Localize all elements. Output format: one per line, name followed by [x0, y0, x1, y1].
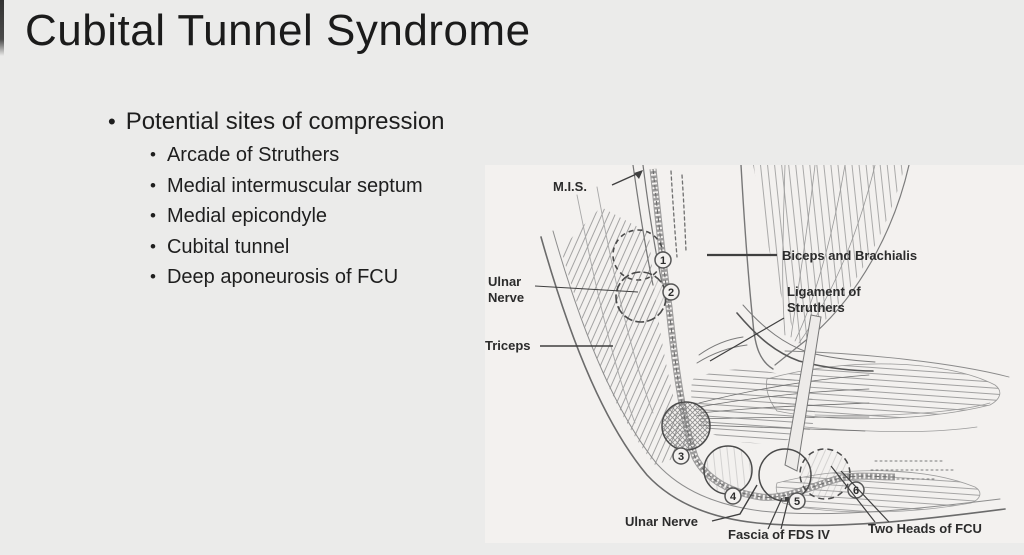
fascia-pointer-dot: [785, 497, 789, 501]
bullet-dot: •: [150, 267, 156, 286]
label-triceps: Triceps: [485, 338, 531, 353]
bullet-dot: •: [150, 145, 156, 164]
bullet-sub-septum: • Medial intermuscular septum: [150, 173, 423, 204]
slide-title: Cubital Tunnel Syndrome: [25, 6, 531, 55]
elbow-anatomy-diagram: 1 2 3 4 5: [485, 165, 1024, 543]
fascia-pointer-2: [780, 500, 789, 530]
badge-6-number: 6: [853, 485, 859, 497]
bullet-sub-cubital-tunnel: • Cubital tunnel: [150, 234, 423, 265]
bullet-sub-text: Arcade of Struthers: [166, 144, 340, 166]
elbow-muscle-mass: [691, 369, 816, 444]
badge-3-number: 3: [678, 451, 684, 463]
label-two-heads-fcu: Two Heads of FCU: [868, 521, 982, 536]
label-biceps-brachialis: Biceps and Brachialis: [782, 248, 917, 263]
label-ulnar-nerve-line2: Nerve: [488, 290, 524, 305]
bullet-dot: •: [150, 175, 156, 195]
ulnar-nerve-distal-pointer: [711, 484, 758, 522]
triceps-fibers: [561, 207, 691, 465]
video-edge-artifact: [0, 0, 4, 56]
ulnar-nerve-pointer: [534, 285, 639, 293]
badge-2: 2: [662, 283, 680, 301]
site-circle-3: [661, 401, 711, 451]
bullet-sub-epicondyle: • Medial epicondyle: [150, 203, 423, 234]
site-circle-4: [703, 445, 753, 495]
badge-6: 6: [847, 481, 865, 499]
badge-3: 3: [672, 447, 690, 465]
site-circle-2: [615, 271, 667, 323]
site-number-badges: 1 2 3 4 5: [654, 251, 865, 510]
badge-4: 4: [724, 487, 742, 505]
ligament-of-struthers-lines: [698, 336, 744, 356]
contour-lines: [540, 165, 1010, 527]
label-pointer-lines: [534, 170, 890, 530]
badge-5-number: 5: [794, 496, 800, 508]
label-ulnar-nerve-line1: Ulnar: [488, 274, 521, 289]
bullet-sub-arcade: • Arcade of Struthers: [150, 142, 423, 173]
bullet-dot: •: [108, 109, 116, 134]
label-fascia-fds: Fascia of FDS IV: [728, 527, 830, 542]
label-ulnar-nerve-distal: Ulnar Nerve: [625, 514, 698, 529]
fcu-pointer-2: [840, 470, 890, 523]
fds-tendon: [784, 314, 822, 472]
sub-bullet-list: • Arcade of Struthers • Medial intermusc…: [150, 142, 423, 295]
label-ligament-line1: Ligament of: [787, 284, 861, 299]
fascia-pointer-1: [767, 497, 783, 530]
bullet-sub-text: Deep aponeurosis of FCU: [166, 266, 399, 288]
badge-1-number: 1: [660, 255, 666, 267]
biceps-brachialis-fibers: [753, 165, 905, 345]
site-circle-6: [799, 448, 851, 500]
bullet-dot: •: [150, 206, 156, 225]
label-ligament-line2: Struthers: [787, 300, 845, 315]
elbow-anatomy-drawing: 1 2 3 4 5: [485, 165, 1010, 542]
bullet-sub-text: Cubital tunnel: [166, 235, 290, 258]
bullet-sub-text: Medial intermuscular septum: [166, 174, 423, 197]
badge-5: 5: [788, 492, 806, 510]
bullet-main-text: Potential sites of compression: [125, 108, 445, 135]
diagram-labels: M.I.S. Ulnar Nerve Triceps Biceps and Br…: [485, 179, 982, 542]
badge-1: 1: [654, 251, 672, 269]
mis-arrowhead: [634, 170, 643, 179]
fcu-pointer-1: [830, 465, 876, 523]
bullet-sub-fcu-aponeurosis: • Deep aponeurosis of FCU: [150, 264, 423, 295]
bullet-sub-text: Medial epicondyle: [166, 205, 328, 227]
bullet-main: • Potential sites of compression: [108, 107, 445, 137]
label-mis: M.I.S.: [553, 179, 587, 194]
ligament-pointer: [709, 317, 785, 362]
badge-4-number: 4: [730, 491, 737, 503]
badge-2-number: 2: [668, 287, 674, 299]
bullet-dot: •: [150, 236, 156, 256]
